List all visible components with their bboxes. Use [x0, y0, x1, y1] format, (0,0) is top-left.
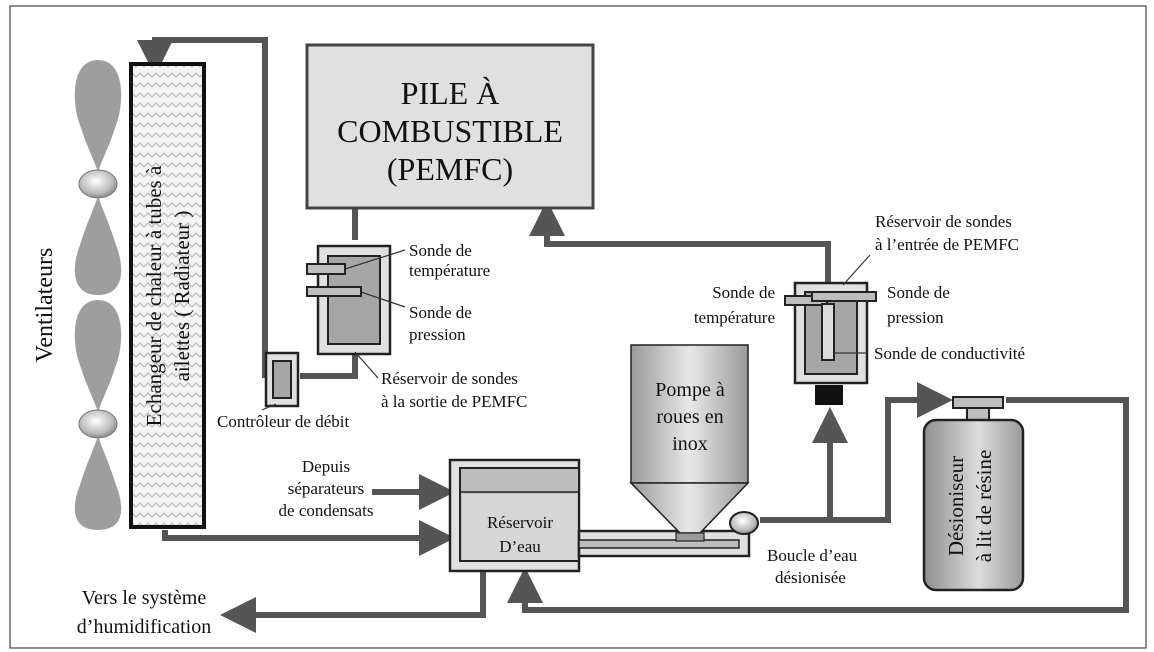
flow-controller	[261, 351, 300, 411]
fan-blade-icon	[74, 60, 122, 172]
exchanger-label-line1: Echangeur de chaleur à tubes à	[142, 165, 166, 426]
pressure-probe-icon	[811, 291, 877, 302]
humidification-label-1: Vers le système	[82, 587, 207, 609]
inlet-pressure-probe-label-2: pression	[887, 308, 944, 327]
fuel-cell-stack: PILE À COMBUSTIBLE (PEMFC)	[305, 43, 595, 210]
inlet-pressure-probe-label-1: Sonde de	[887, 283, 950, 302]
fans: Ventilateurs	[32, 60, 122, 530]
pipe-outlet-to-controller	[300, 355, 358, 379]
conductivity-probe-label: Sonde de conductivité	[874, 344, 1025, 363]
pipe-to-humidification	[220, 555, 486, 633]
fan-bottom	[74, 300, 122, 530]
inlet-temp-probe-label-1: Sonde de	[712, 283, 775, 302]
pump-label-1: Pompe à	[655, 379, 725, 401]
pump-label-2: roues en	[656, 406, 723, 428]
condensate-label-1: Depuis	[302, 457, 350, 476]
pressure-probe-icon	[306, 286, 362, 297]
piping	[137, 37, 1129, 633]
pipe-top-return	[137, 37, 268, 378]
deionizer: Désioniseur à lit de résine	[922, 396, 1025, 592]
fan-hub-icon	[78, 169, 118, 199]
pump-motor-icon	[729, 511, 759, 535]
pump	[629, 344, 759, 542]
humidification-label-2: d’humidification	[77, 616, 211, 638]
outlet-temp-probe-label-1: Sonde de	[409, 241, 472, 260]
inlet-probe-tank	[784, 254, 877, 405]
pipe-to-deionizer	[830, 382, 953, 523]
fan-hub-icon	[78, 409, 118, 439]
conductivity-probe-icon	[821, 303, 835, 361]
fan-blade-icon	[74, 300, 122, 412]
temperature-probe-icon	[306, 263, 346, 275]
condensate-label-3: de condensats	[279, 501, 374, 520]
outlet-tank-label-2: à la sortie de PEMFC	[381, 392, 527, 411]
pipe-radiator-to-tank	[162, 520, 455, 556]
radiator: Echangeur de chaleur à tubes à ailettes …	[129, 62, 206, 529]
inlet-temp-probe-label-2: température	[694, 308, 775, 327]
deionizer-label-1: Désioniseur	[944, 456, 968, 556]
inlet-tank-label-1: Réservoir de sondes	[875, 212, 1012, 231]
outlet-pressure-probe-label-1: Sonde de	[409, 303, 472, 322]
outlet-tank-label-1: Réservoir de sondes	[381, 369, 518, 388]
stack-label-line2: COMBUSTIBLE	[337, 113, 563, 149]
water-tank	[448, 458, 751, 573]
condensate-label-2: séparateurs	[288, 479, 364, 498]
outlet-pressure-probe-label-2: pression	[409, 325, 466, 344]
fan-blade-icon	[74, 196, 122, 295]
loop-label-1: Boucle d’eau	[767, 546, 858, 565]
outlet-temp-probe-label-2: température	[409, 261, 490, 280]
flow-controller-label: Contrôleur de débit	[217, 412, 349, 431]
stack-label-line3: (PEMFC)	[387, 151, 513, 187]
deionizer-label-2: à lit de résine	[972, 450, 996, 563]
fans-label: Ventilateurs	[32, 248, 58, 363]
water-tank-label-1: Réservoir	[487, 513, 553, 532]
pipe-inlet-to-stack	[529, 200, 831, 283]
fan-top	[74, 60, 122, 295]
stack-label-line1: PILE À	[401, 75, 500, 111]
water-tank-label-2: D’eau	[499, 537, 541, 556]
loop-label-2: désionisée	[775, 568, 846, 587]
exchanger-label-line2: ailettes ( Radiateur )	[170, 211, 194, 382]
outlet-probe-tank	[306, 244, 406, 379]
pipe-deionizer-return	[507, 397, 1129, 613]
fan-blade-icon	[74, 436, 122, 530]
inlet-tank-label-2: à l’entrée de PEMFC	[875, 235, 1019, 254]
tank-base-icon	[815, 385, 843, 405]
pump-label-3: inox	[672, 433, 708, 455]
